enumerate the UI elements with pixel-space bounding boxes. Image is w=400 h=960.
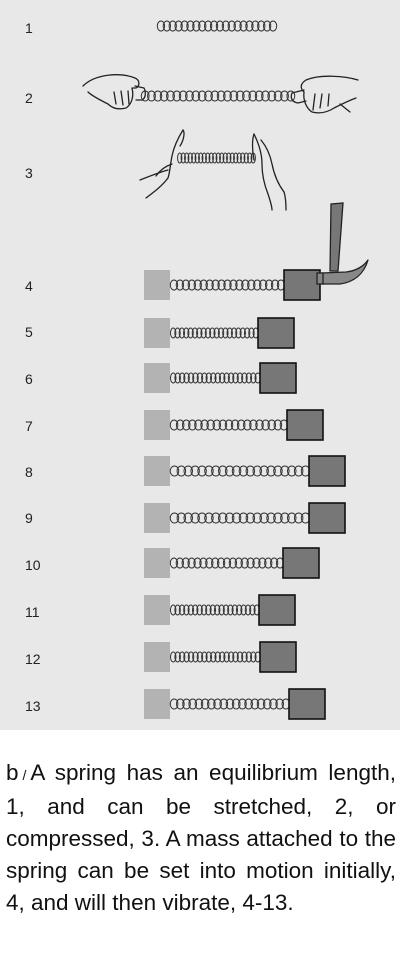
mass-block: [286, 409, 324, 441]
wall-block: [144, 689, 170, 719]
spring: [169, 557, 285, 569]
row-number: 9: [25, 510, 33, 526]
spring: [140, 90, 296, 102]
spring: [169, 279, 286, 291]
wall-block: [144, 363, 170, 393]
hand-icon: [139, 129, 185, 199]
caption-label: b: [6, 760, 19, 785]
mass-block: [259, 362, 297, 394]
spring: [169, 465, 311, 477]
mass-block: [308, 502, 346, 534]
row-number: 7: [25, 418, 33, 434]
wall-block: [144, 595, 170, 625]
figure-caption: b/A spring has an equilibrium length, 1,…: [6, 757, 396, 919]
row-number: 2: [25, 90, 33, 106]
caption-text: A spring has an equilibrium length, 1, a…: [6, 760, 396, 915]
row-number: 5: [25, 324, 33, 340]
wall-block: [144, 456, 170, 486]
row-number: 13: [25, 698, 41, 714]
wall-block: [144, 503, 170, 533]
hand-icon: [290, 75, 359, 114]
row-number: 10: [25, 557, 41, 573]
mass-block: [257, 317, 295, 349]
spring: [169, 372, 262, 384]
row-number: 6: [25, 371, 33, 387]
mass-block: [283, 269, 321, 301]
spring: [169, 698, 291, 710]
wall-block: [144, 270, 170, 300]
row-number: 12: [25, 651, 41, 667]
wall-block: [144, 548, 170, 578]
spring: [169, 512, 311, 524]
mass-block: [282, 547, 320, 579]
mass-block: [259, 641, 297, 673]
hammer-icon: [316, 202, 369, 285]
spring: [156, 20, 278, 32]
caption-separator: /: [22, 767, 27, 783]
mass-block: [308, 455, 346, 487]
wall-block: [144, 410, 170, 440]
spring: [169, 419, 289, 431]
wall-block: [144, 642, 170, 672]
row-number: 1: [25, 20, 33, 36]
mass-block: [288, 688, 326, 720]
row-number: 8: [25, 464, 33, 480]
row-number: 11: [25, 604, 40, 620]
spring: [169, 604, 261, 616]
spring: [177, 152, 256, 164]
mass-block: [258, 594, 296, 626]
hand-icon: [251, 133, 287, 211]
spring: [169, 327, 260, 339]
row-number: 3: [25, 165, 33, 181]
row-number: 4: [25, 278, 33, 294]
spring: [169, 651, 262, 663]
wall-block: [144, 318, 170, 348]
hand-icon: [82, 74, 146, 110]
